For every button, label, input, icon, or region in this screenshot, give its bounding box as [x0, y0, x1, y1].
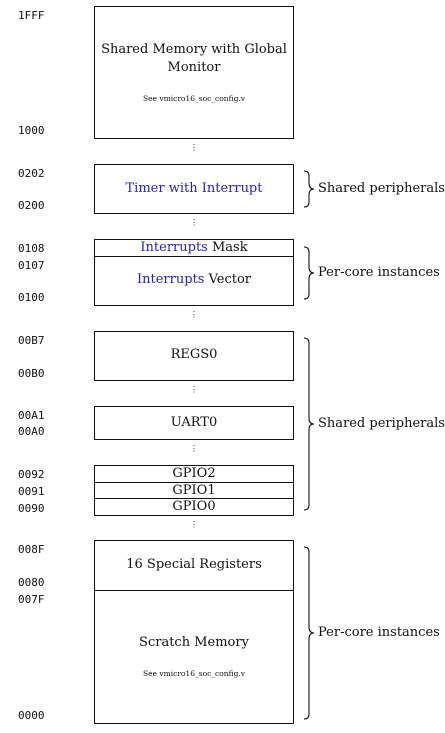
address-0092: 0092	[18, 468, 45, 481]
brace-peripherals	[303, 337, 315, 511]
brace-core-memory	[303, 546, 315, 720]
scratch-memory-label: Scratch Memory	[139, 635, 249, 650]
brace-label-interrupts: Per-core instances	[318, 265, 440, 280]
regs0-block	[94, 331, 294, 381]
ellipsis-6: ⋮	[190, 520, 198, 529]
interrupts-vector-suffix: Vector	[204, 272, 252, 287]
address-00B0: 00B0	[18, 367, 45, 380]
ellipsis-1: ⋮	[190, 143, 198, 152]
gpio1-label: GPIO1	[172, 483, 216, 498]
address-00B7: 00B7	[18, 334, 45, 347]
address-0091: 0091	[18, 485, 45, 498]
special-registers-label: 16 Special Registers	[126, 557, 262, 572]
timer-label: Timer with Interrupt	[125, 181, 263, 196]
brace-label-core-memory: Per-core instances	[318, 625, 440, 640]
shared-memory-title-line1: Shared Memory with Global	[101, 42, 287, 57]
address-00A1: 00A1	[18, 409, 45, 422]
uart0-block	[94, 406, 294, 440]
scratch-memory-note: See vmicro16_soc_config.v	[142, 669, 246, 678]
shared-memory-note: See vmicro16_soc_config.v	[142, 94, 246, 103]
interrupts-divider	[94, 256, 294, 257]
shared-memory-title-line2: Monitor	[167, 60, 221, 75]
ellipsis-5: ⋮	[190, 444, 198, 453]
address-0107: 0107	[18, 259, 45, 272]
uart0-label: UART0	[170, 415, 218, 430]
shared-memory-block	[94, 6, 294, 139]
core-memory-block	[94, 540, 294, 724]
gpio2-label: GPIO2	[172, 466, 216, 481]
interrupts-mask-label: Interrupts Mask	[94, 240, 294, 256]
address-0200: 0200	[18, 199, 45, 212]
address-1000: 1000	[18, 124, 45, 137]
address-008F: 008F	[18, 543, 45, 556]
address-007F: 007F	[18, 593, 45, 606]
address-0080: 0080	[18, 576, 45, 589]
gpio-divider-2	[94, 498, 294, 499]
brace-label-peripherals: Shared peripherals	[318, 416, 445, 431]
ellipsis-4: ⋮	[190, 385, 198, 394]
interrupts-vector-label: Interrupts Vector	[94, 272, 294, 288]
ellipsis-3: ⋮	[190, 310, 198, 319]
timer-block	[94, 164, 294, 214]
address-1FFF: 1FFF	[18, 9, 45, 22]
gpio-block	[94, 465, 294, 516]
brace-timer	[303, 170, 315, 208]
gpio-divider-1	[94, 482, 294, 483]
address-0108: 0108	[18, 242, 45, 255]
interrupts-mask-word: Interrupts	[140, 240, 208, 255]
regs0-label: REGS0	[170, 347, 218, 362]
gpio0-label: GPIO0	[172, 499, 216, 514]
address-0090: 0090	[18, 502, 45, 515]
address-0202: 0202	[18, 167, 45, 180]
ellipsis-2: ⋮	[190, 218, 198, 227]
address-0000: 0000	[18, 709, 45, 722]
brace-label-timer: Shared peripherals	[318, 181, 445, 196]
address-00A0: 00A0	[18, 425, 45, 438]
interrupts-mask-suffix: Mask	[207, 240, 248, 255]
interrupts-vector-word: Interrupts	[136, 272, 205, 287]
core-memory-divider	[94, 590, 294, 591]
interrupts-block	[94, 239, 294, 306]
address-0100: 0100	[18, 291, 45, 304]
brace-interrupts	[303, 246, 315, 300]
